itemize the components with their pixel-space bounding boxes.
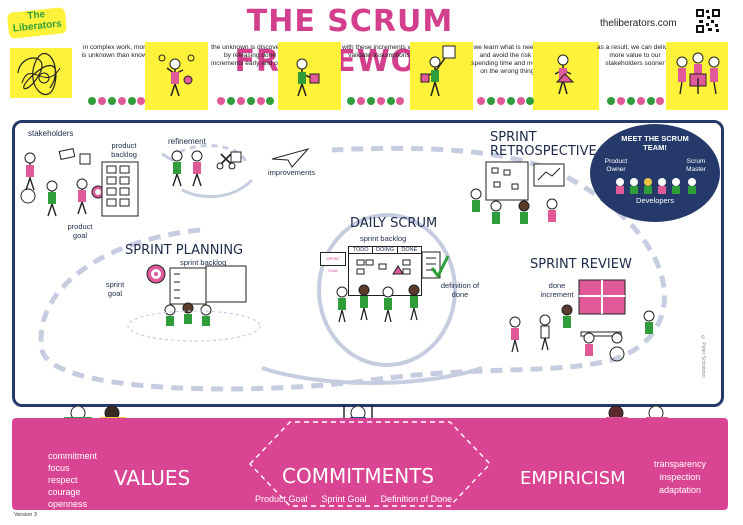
paper-plane-icon: [271, 148, 310, 168]
product-goal-label: product goal: [67, 222, 93, 240]
commitments-diamond: [249, 421, 491, 507]
sprint-retrospective-title: SPRINT RETROSPECTIVE: [490, 130, 597, 159]
sprint-loop-diagram: [38, 144, 667, 392]
commitments-list: Product Goal Sprint Goal Definition of D…: [255, 494, 452, 504]
crowd-icon: [607, 97, 664, 105]
empiricism-list: transparency inspection adaptation: [640, 458, 720, 497]
sprint-review-illustration: [509, 279, 655, 362]
crowd-icon: [217, 97, 274, 105]
planning-sprint-backlog-label: sprint backlog: [180, 258, 227, 267]
commitment-item: Sprint Goal: [321, 494, 367, 504]
board-cards-icon: [356, 259, 411, 275]
stakeholders-group-icon: [20, 148, 105, 217]
empiricism-item: inspection: [659, 472, 701, 482]
refinement-people-icon: [171, 150, 242, 187]
commitment-item: Product Goal: [255, 494, 308, 504]
complexity-scribble-icon: [10, 48, 72, 98]
definition-of-done-checklist-icon: [421, 251, 450, 279]
person-pointing-icon: [420, 45, 456, 97]
stakeholders-celebrating-icon: [676, 52, 720, 95]
person-juggling-icon: [158, 54, 195, 97]
scrum-framework-frame: [12, 120, 724, 407]
person-delivering-icon: [554, 54, 575, 95]
product-backlog-label: product backlog: [111, 141, 137, 159]
product-backlog-board-icon: [101, 161, 139, 217]
board-column-doing: DOING: [373, 247, 398, 253]
done-increment-label: done increment: [540, 281, 574, 299]
refinement-label: refinement: [168, 137, 206, 146]
website-link[interactable]: theliberators.com: [600, 18, 677, 29]
value-item: courage: [48, 487, 81, 497]
values-list: commitment focus respect courage opennes…: [48, 450, 97, 510]
value-item: commitment: [48, 451, 98, 461]
story-strip: in complex work, more is unknown than kn…: [10, 42, 728, 110]
daily-scrum-team-icon: [336, 284, 420, 323]
product-owner-label: Product Owner: [604, 158, 628, 173]
value-item: openness: [48, 499, 88, 509]
crowd-icon: [88, 97, 145, 105]
story-text-2: the unknown is discovered by releasing d…: [211, 44, 289, 67]
scrum-team-badge: MEET THE SCRUM TEAM! Product Owner Scrum…: [590, 124, 720, 222]
scrum-team-heading: MEET THE SCRUM TEAM!: [621, 134, 689, 152]
team-members-icon: [616, 178, 696, 194]
improvements-label: improvements: [268, 168, 316, 177]
sprint-goal-label: sprint goal: [105, 280, 125, 298]
definition-of-done-label: definition of done: [440, 281, 480, 299]
commitments-title: COMMITMENTS: [282, 464, 435, 488]
story-text-4: we learn what is needed and avoid the ri…: [471, 44, 547, 75]
sprint-planning-illustration: [146, 264, 247, 326]
logo-text: The Liberators: [12, 9, 63, 35]
value-item: focus: [48, 463, 70, 473]
story-text-3: with these increments we validate assump…: [341, 44, 417, 59]
version-label: Version 3: [14, 512, 37, 518]
qr-code-icon: [695, 8, 721, 34]
empiricism-title: EMPIRICISM: [520, 468, 626, 489]
developers-label: Developers: [636, 196, 674, 205]
values-title: VALUES: [114, 466, 191, 490]
board-column-done: DONE: [401, 247, 418, 253]
daily-sprint-backlog-label: sprint backlog: [360, 234, 407, 243]
story-text-1: in complex work, more is unknown than kn…: [81, 44, 151, 59]
commitment-item: Definition of Done: [380, 494, 453, 504]
story-text-5: as a result, we can deliver more value t…: [596, 44, 674, 67]
sprint-review-title: SPRINT REVIEW: [530, 257, 632, 272]
foundations-band: commitment focus respect courage opennes…: [12, 418, 728, 510]
value-item: respect: [48, 475, 78, 485]
retrospective-illustration: [470, 161, 565, 224]
artist-signature: © Peter Schnitzen: [700, 335, 706, 378]
crowd-icon: [347, 97, 404, 105]
crowd-icon: [477, 97, 534, 105]
daily-scrum-title: DAILY SCRUM: [350, 216, 438, 231]
sprint-goal-sign: SPRINT GOAL: [320, 252, 346, 273]
scrum-master-label: Scrum Master: [686, 158, 706, 173]
empiricism-item: adaptation: [658, 485, 702, 495]
sprint-planning-title: SPRINT PLANNING: [125, 243, 244, 258]
liberators-logo: The Liberators: [6, 7, 68, 39]
planning-spotlight: [127, 310, 261, 342]
person-gift-icon: [296, 58, 320, 97]
board-column-todo: TODO: [349, 247, 374, 253]
stakeholders-label: stakeholders: [28, 129, 74, 138]
empiricism-item: transparency: [653, 459, 707, 469]
page-title: THE SCRUM FRAMEWORK: [234, 4, 466, 79]
